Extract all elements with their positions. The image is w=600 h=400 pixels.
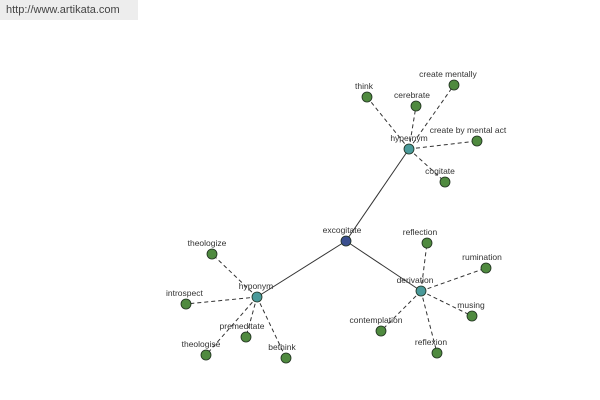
source-url-text: http://www.artikata.com	[6, 4, 120, 16]
node-reflection[interactable]	[421, 237, 433, 249]
node-label-theologize: theologize	[188, 238, 227, 248]
edge-hyponym-bethink	[256, 296, 287, 359]
edge-hypernym-create-by-mental-act	[408, 140, 478, 150]
source-url-banner[interactable]: http://www.artikata.com	[0, 0, 138, 20]
node-hyponym[interactable]	[251, 291, 263, 303]
node-create-by-mental-act[interactable]	[471, 135, 483, 147]
node-label-bethink: bethink	[268, 342, 296, 352]
node-label-introspect: introspect	[166, 288, 203, 298]
node-label-excogitate: excogitate	[323, 225, 362, 235]
node-label-think: think	[355, 81, 374, 91]
edge-root-hypernym	[345, 148, 410, 242]
edge-derivation-contemplation	[380, 290, 422, 332]
edge-hyponym-introspect	[185, 296, 258, 305]
node-label-cogitate: cogitate	[425, 166, 455, 176]
node-cogitate[interactable]	[439, 176, 451, 188]
node-label-hyponym: hyponym	[239, 281, 274, 291]
node-rumination[interactable]	[480, 262, 492, 274]
node-think[interactable]	[361, 91, 373, 103]
node-bethink[interactable]	[280, 352, 292, 364]
node-label-create-mentally: create mentally	[419, 69, 477, 79]
node-theologise[interactable]	[200, 349, 212, 361]
node-label-premeditate: premeditate	[220, 321, 265, 331]
node-hypernym[interactable]	[403, 143, 415, 155]
edge-derivation-musing	[420, 290, 473, 317]
node-label-hypernym: hypernym	[390, 133, 427, 143]
node-derivation[interactable]	[415, 285, 427, 297]
node-label-rumination: rumination	[462, 252, 502, 262]
node-label-theologise: theologise	[182, 339, 221, 349]
node-label-create-by-mental-act: create by mental act	[430, 125, 507, 135]
edge-derivation-reflection	[420, 242, 428, 292]
edge-derivation-rumination	[420, 267, 487, 292]
edge-derivation-reflexion	[420, 290, 438, 354]
node-create-mentally[interactable]	[448, 79, 460, 91]
edge-hyponym-theologize	[211, 253, 258, 298]
edge-hypernym-cerebrate	[408, 105, 417, 150]
node-label-reflexion: reflexion	[415, 337, 447, 347]
node-reflexion[interactable]	[431, 347, 443, 359]
edge-hyponym-theologise	[205, 296, 258, 356]
node-label-contemplation: contemplation	[350, 315, 403, 325]
node-contemplation[interactable]	[375, 325, 387, 337]
node-cerebrate[interactable]	[410, 100, 422, 112]
node-label-cerebrate: cerebrate	[394, 90, 430, 100]
edge-root-derivation	[345, 240, 422, 292]
edge-hypernym-cogitate	[408, 148, 446, 183]
edge-hypernym-create-mentally	[408, 84, 455, 150]
node-label-musing: musing	[457, 300, 485, 310]
node-label-reflection: reflection	[403, 227, 438, 237]
node-theologize[interactable]	[206, 248, 218, 260]
node-label-derivation: derivation	[397, 275, 434, 285]
node-excogitate[interactable]	[340, 235, 352, 247]
node-introspect[interactable]	[180, 298, 192, 310]
node-premeditate[interactable]	[240, 331, 252, 343]
node-musing[interactable]	[466, 310, 478, 322]
edge-root-hyponym	[256, 240, 347, 298]
